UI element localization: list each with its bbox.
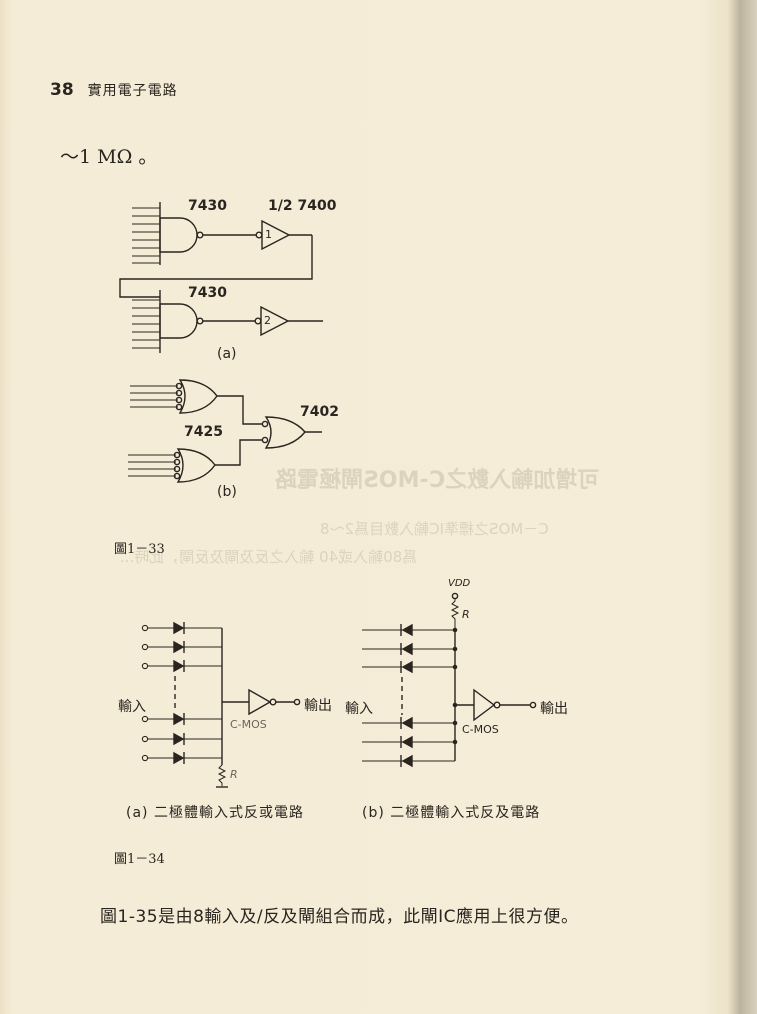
supply-label-vdd: VDD <box>448 578 471 589</box>
chip-label-7402: 7402 <box>300 404 339 420</box>
caption-1-34-a: (a) 二極體輸入式反或電路 <box>126 805 304 821</box>
sub-label-a: (a) <box>217 346 237 362</box>
sub-label-b: (b) <box>217 484 237 500</box>
page-number: 38 <box>50 80 74 100</box>
body-paragraph: 圖1-35是由8輸入及/反及閘組合而成，此閘IC應用上很方便。 <box>100 907 579 927</box>
chip-label-7425: 7425 <box>184 424 223 440</box>
inverter-number-1: 1 <box>265 228 272 241</box>
figure-label-1-33: 圖1－33 <box>114 542 165 557</box>
inverter-number-2: 2 <box>264 314 271 327</box>
output-label-a: 輸出 <box>304 698 332 714</box>
gate-label-a: C-MOS <box>230 718 267 731</box>
figure-label-1-34: 圖1－34 <box>114 852 165 867</box>
running-header: 38 實用電子電路 <box>50 80 178 100</box>
chip-label-7430-top: 7430 <box>188 198 227 214</box>
book-title: 實用電子電路 <box>87 83 178 99</box>
output-label-b: 輸出 <box>540 701 568 717</box>
input-label-b: 輸入 <box>345 701 373 717</box>
resistor-label-a: R <box>230 768 238 781</box>
resistor-label-b: R <box>462 608 470 621</box>
caption-1-34-b: (b) 二極體輸入式反及電路 <box>362 805 541 821</box>
gate-label-b: C-MOS <box>462 723 499 736</box>
chip-label-7430-bottom: 7430 <box>188 285 227 301</box>
chip-label-7400: 1/2 7400 <box>268 198 337 214</box>
continued-text: ～1 MΩ 。 <box>60 146 158 168</box>
input-label-a: 輸入 <box>118 699 146 715</box>
